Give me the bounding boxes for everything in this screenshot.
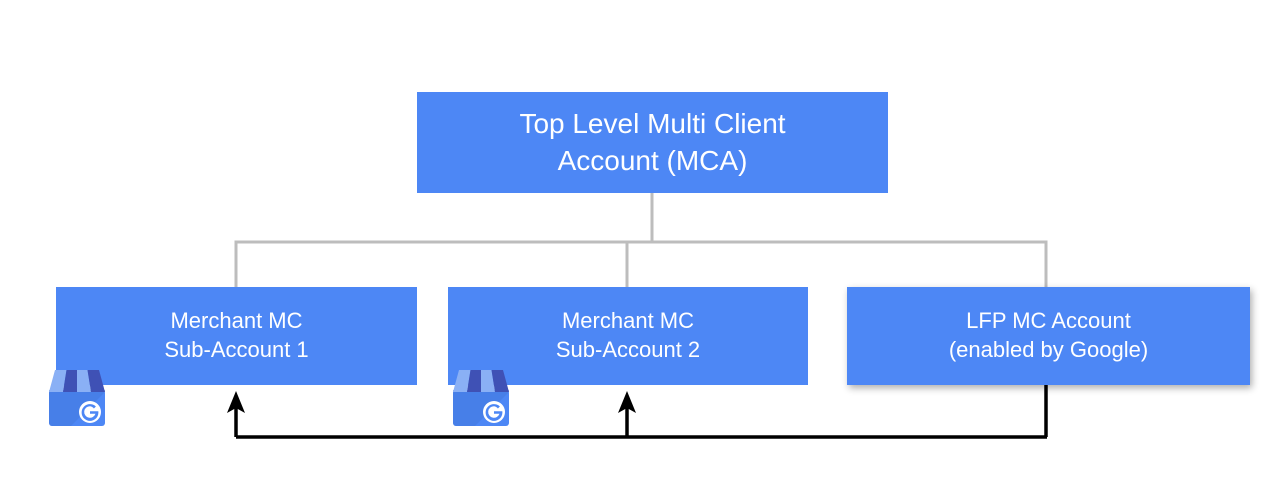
node-merchant-mc-sub-account-2-line1: Merchant MC <box>561 308 695 334</box>
awning-stripe-3 <box>481 370 495 392</box>
google-g-glyph <box>79 401 101 423</box>
feed-arrow-connector <box>234 385 1048 439</box>
awning-stripe-4 <box>491 370 509 392</box>
node-lfp-mc-account-line1: LFP MC Account <box>966 308 1131 334</box>
awning-stripe-1 <box>49 370 67 392</box>
node-top-level-mca-line1: Top Level Multi Client <box>519 108 786 140</box>
google-g-glyph <box>483 401 505 423</box>
awning-stripe-3 <box>77 370 91 392</box>
google-business-profile-storefront-icon <box>453 370 509 426</box>
arrowhead-sub-account-1 <box>227 391 245 413</box>
arrowhead-sub-account-2 <box>618 391 636 413</box>
node-merchant-mc-sub-account-1-line2: Sub-Account 1 <box>164 337 309 362</box>
node-merchant-mc-sub-account-1-line1: Merchant MC <box>170 308 303 334</box>
node-top-level-mca-line2: Account (MCA) <box>557 144 748 176</box>
tree-connector <box>234 191 1048 290</box>
node-merchant-mc-sub-account-1[interactable]: Merchant MC Sub-Account 1 <box>56 287 417 385</box>
awning-stripe-4 <box>87 370 105 392</box>
node-merchant-mc-sub-account-2-line2: Sub-Account 2 <box>555 337 701 362</box>
google-business-profile-storefront-icon <box>49 370 105 426</box>
storefront-body-shadow <box>453 390 509 426</box>
node-lfp-mc-account[interactable]: LFP MC Account (enabled by Google) <box>847 287 1250 385</box>
feed-arrow-heads <box>227 391 636 413</box>
node-lfp-mc-account-line2: (enabled by Google) <box>948 337 1149 362</box>
storefront-body-shadow <box>49 390 105 426</box>
awning-stripe-1 <box>453 370 471 392</box>
node-merchant-mc-sub-account-2[interactable]: Merchant MC Sub-Account 2 <box>448 287 808 385</box>
awning-stripe-2 <box>467 370 481 392</box>
awning-stripe-2 <box>63 370 77 392</box>
node-top-level-mca[interactable]: Top Level Multi Client Account (MCA) <box>417 92 888 193</box>
